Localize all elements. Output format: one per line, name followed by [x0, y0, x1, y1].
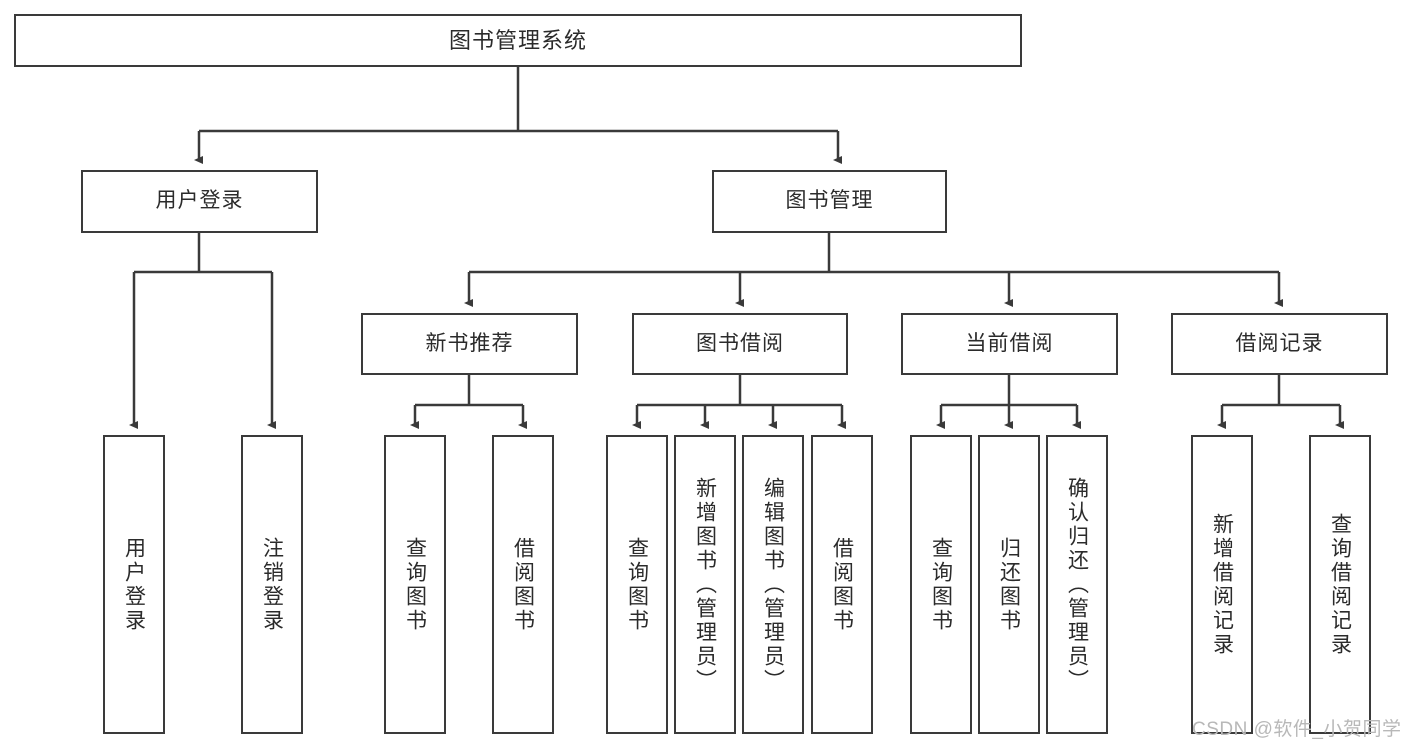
node-leaf-borrow-book-1-label: 借阅图书: [511, 536, 535, 633]
node-new-book-recommend[interactable]: 新书推荐: [361, 313, 578, 375]
node-borrow-record[interactable]: 借阅记录: [1171, 313, 1388, 375]
node-leaf-query-book-3[interactable]: 查询图书: [910, 435, 972, 734]
node-leaf-borrow-book-2[interactable]: 借阅图书: [811, 435, 873, 734]
node-leaf-query-record-label: 查询借阅记录: [1328, 512, 1352, 657]
node-leaf-edit-book[interactable]: 编辑图书（管理员）: [742, 435, 804, 734]
node-book-borrow[interactable]: 图书借阅: [632, 313, 848, 375]
node-leaf-query-book-1-label: 查询图书: [403, 536, 427, 633]
node-user-login-label: 用户登录: [155, 189, 244, 213]
node-root[interactable]: 图书管理系统: [14, 14, 1022, 67]
node-leaf-user-login-label: 用户登录: [122, 536, 146, 633]
watermark-text: CSDN @软件_小贺同学: [1192, 719, 1402, 740]
node-leaf-query-book-3-label: 查询图书: [929, 536, 953, 633]
node-current-borrow[interactable]: 当前借阅: [901, 313, 1118, 375]
node-current-borrow-label: 当前借阅: [965, 331, 1054, 355]
node-leaf-confirm-return-label: 确认归还（管理员）: [1065, 476, 1089, 693]
node-leaf-borrow-book-2-label: 借阅图书: [830, 536, 854, 633]
node-leaf-borrow-book-1[interactable]: 借阅图书: [492, 435, 554, 734]
node-book-manage[interactable]: 图书管理: [712, 170, 947, 233]
node-user-login[interactable]: 用户登录: [81, 170, 318, 233]
node-leaf-add-record[interactable]: 新增借阅记录: [1191, 435, 1253, 734]
node-root-label: 图书管理系统: [448, 27, 587, 53]
node-leaf-add-book-label: 新增图书（管理员）: [693, 476, 717, 693]
node-leaf-return-book[interactable]: 归还图书: [978, 435, 1040, 734]
node-leaf-add-record-label: 新增借阅记录: [1210, 512, 1234, 657]
node-leaf-confirm-return[interactable]: 确认归还（管理员）: [1046, 435, 1108, 734]
node-leaf-query-book-2[interactable]: 查询图书: [606, 435, 668, 734]
node-book-manage-label: 图书管理: [785, 189, 874, 213]
node-leaf-query-book-2-label: 查询图书: [625, 536, 649, 633]
node-leaf-user-login[interactable]: 用户登录: [103, 435, 165, 734]
node-leaf-edit-book-label: 编辑图书（管理员）: [761, 476, 785, 693]
node-leaf-return-book-label: 归还图书: [997, 536, 1021, 633]
node-new-book-recommend-label: 新书推荐: [425, 331, 514, 355]
node-book-borrow-label: 图书借阅: [696, 331, 784, 355]
node-leaf-add-book[interactable]: 新增图书（管理员）: [674, 435, 736, 734]
node-borrow-record-label: 借阅记录: [1235, 331, 1324, 355]
node-leaf-query-book-1[interactable]: 查询图书: [384, 435, 446, 734]
node-leaf-query-record[interactable]: 查询借阅记录: [1309, 435, 1371, 734]
node-leaf-logout-login-label: 注销登录: [260, 536, 284, 633]
node-leaf-logout-login[interactable]: 注销登录: [241, 435, 303, 734]
